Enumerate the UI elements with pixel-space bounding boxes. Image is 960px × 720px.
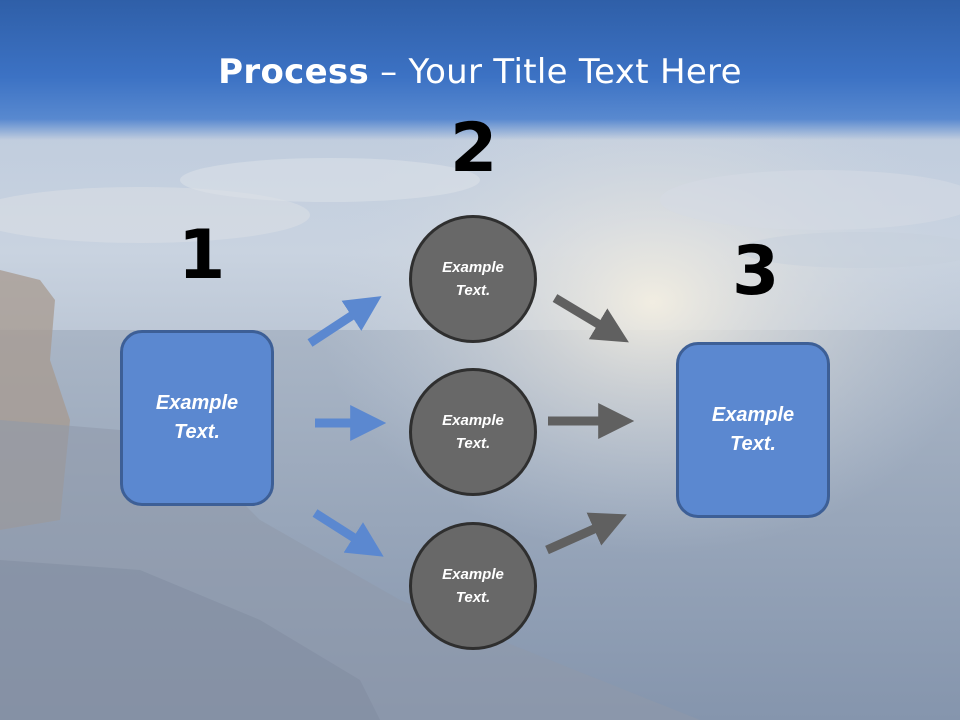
step-1-box: Example Text. <box>120 330 274 506</box>
arrow-gray-down <box>552 294 629 343</box>
step-2-circle-top: Example Text. <box>409 215 537 343</box>
step-2-circle-middle: Example Text. <box>409 368 537 496</box>
arrow-blue-up <box>307 296 382 347</box>
circle-middle-text: Example Text. <box>442 411 504 452</box>
step-number-3: 3 <box>732 232 780 311</box>
step-1-text: Example Text. <box>155 392 239 443</box>
title-bold: Process <box>218 52 370 92</box>
circle-bottom-text: Example Text. <box>442 565 504 606</box>
step-number-1: 1 <box>178 216 226 295</box>
title-band <box>0 0 960 140</box>
circle-top-text: Example Text. <box>442 258 504 299</box>
step-3-text: Example Text. <box>711 404 795 455</box>
slide-title: Process – Your Title Text Here <box>0 52 960 92</box>
title-rest: – Your Title Text Here <box>369 52 742 92</box>
step-3-box: Example Text. <box>676 342 830 518</box>
arrow-blue-down <box>312 509 384 557</box>
step-2-circle-bottom: Example Text. <box>409 522 537 650</box>
step-number-2: 2 <box>450 109 498 188</box>
arrow-gray-up <box>545 512 627 555</box>
